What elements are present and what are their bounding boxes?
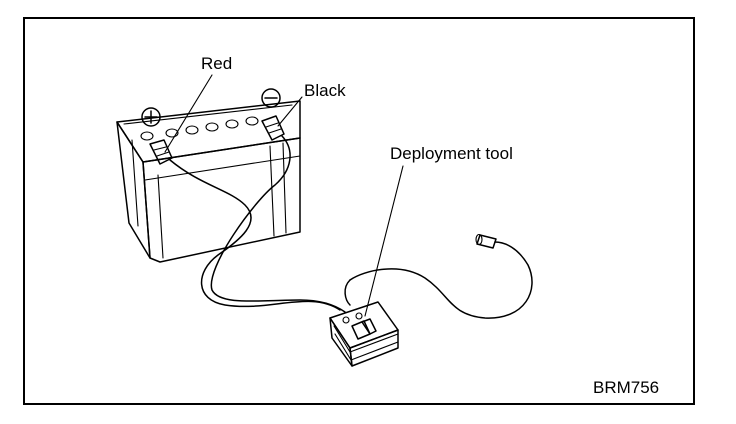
black-cable bbox=[210, 135, 346, 313]
diagram-frame bbox=[23, 17, 695, 405]
red-cable bbox=[169, 159, 341, 311]
tool-leader bbox=[364, 165, 404, 317]
cable-connector bbox=[475, 233, 497, 249]
battery bbox=[116, 100, 301, 263]
deployment-tool-box bbox=[329, 301, 399, 367]
red-leader bbox=[164, 74, 213, 153]
positive-terminal-symbol bbox=[141, 107, 161, 127]
tool-cable bbox=[349, 241, 533, 319]
negative-terminal-symbol bbox=[261, 88, 281, 108]
figure-code: BRM756 bbox=[593, 378, 659, 397]
red-label: Red bbox=[201, 54, 232, 73]
deployment-tool-label: Deployment tool bbox=[390, 144, 513, 163]
black-leader bbox=[277, 96, 303, 127]
red-clip bbox=[149, 139, 173, 165]
black-clip bbox=[261, 115, 285, 141]
black-label: Black bbox=[304, 81, 346, 100]
tool-cable-left-loop bbox=[344, 279, 351, 306]
